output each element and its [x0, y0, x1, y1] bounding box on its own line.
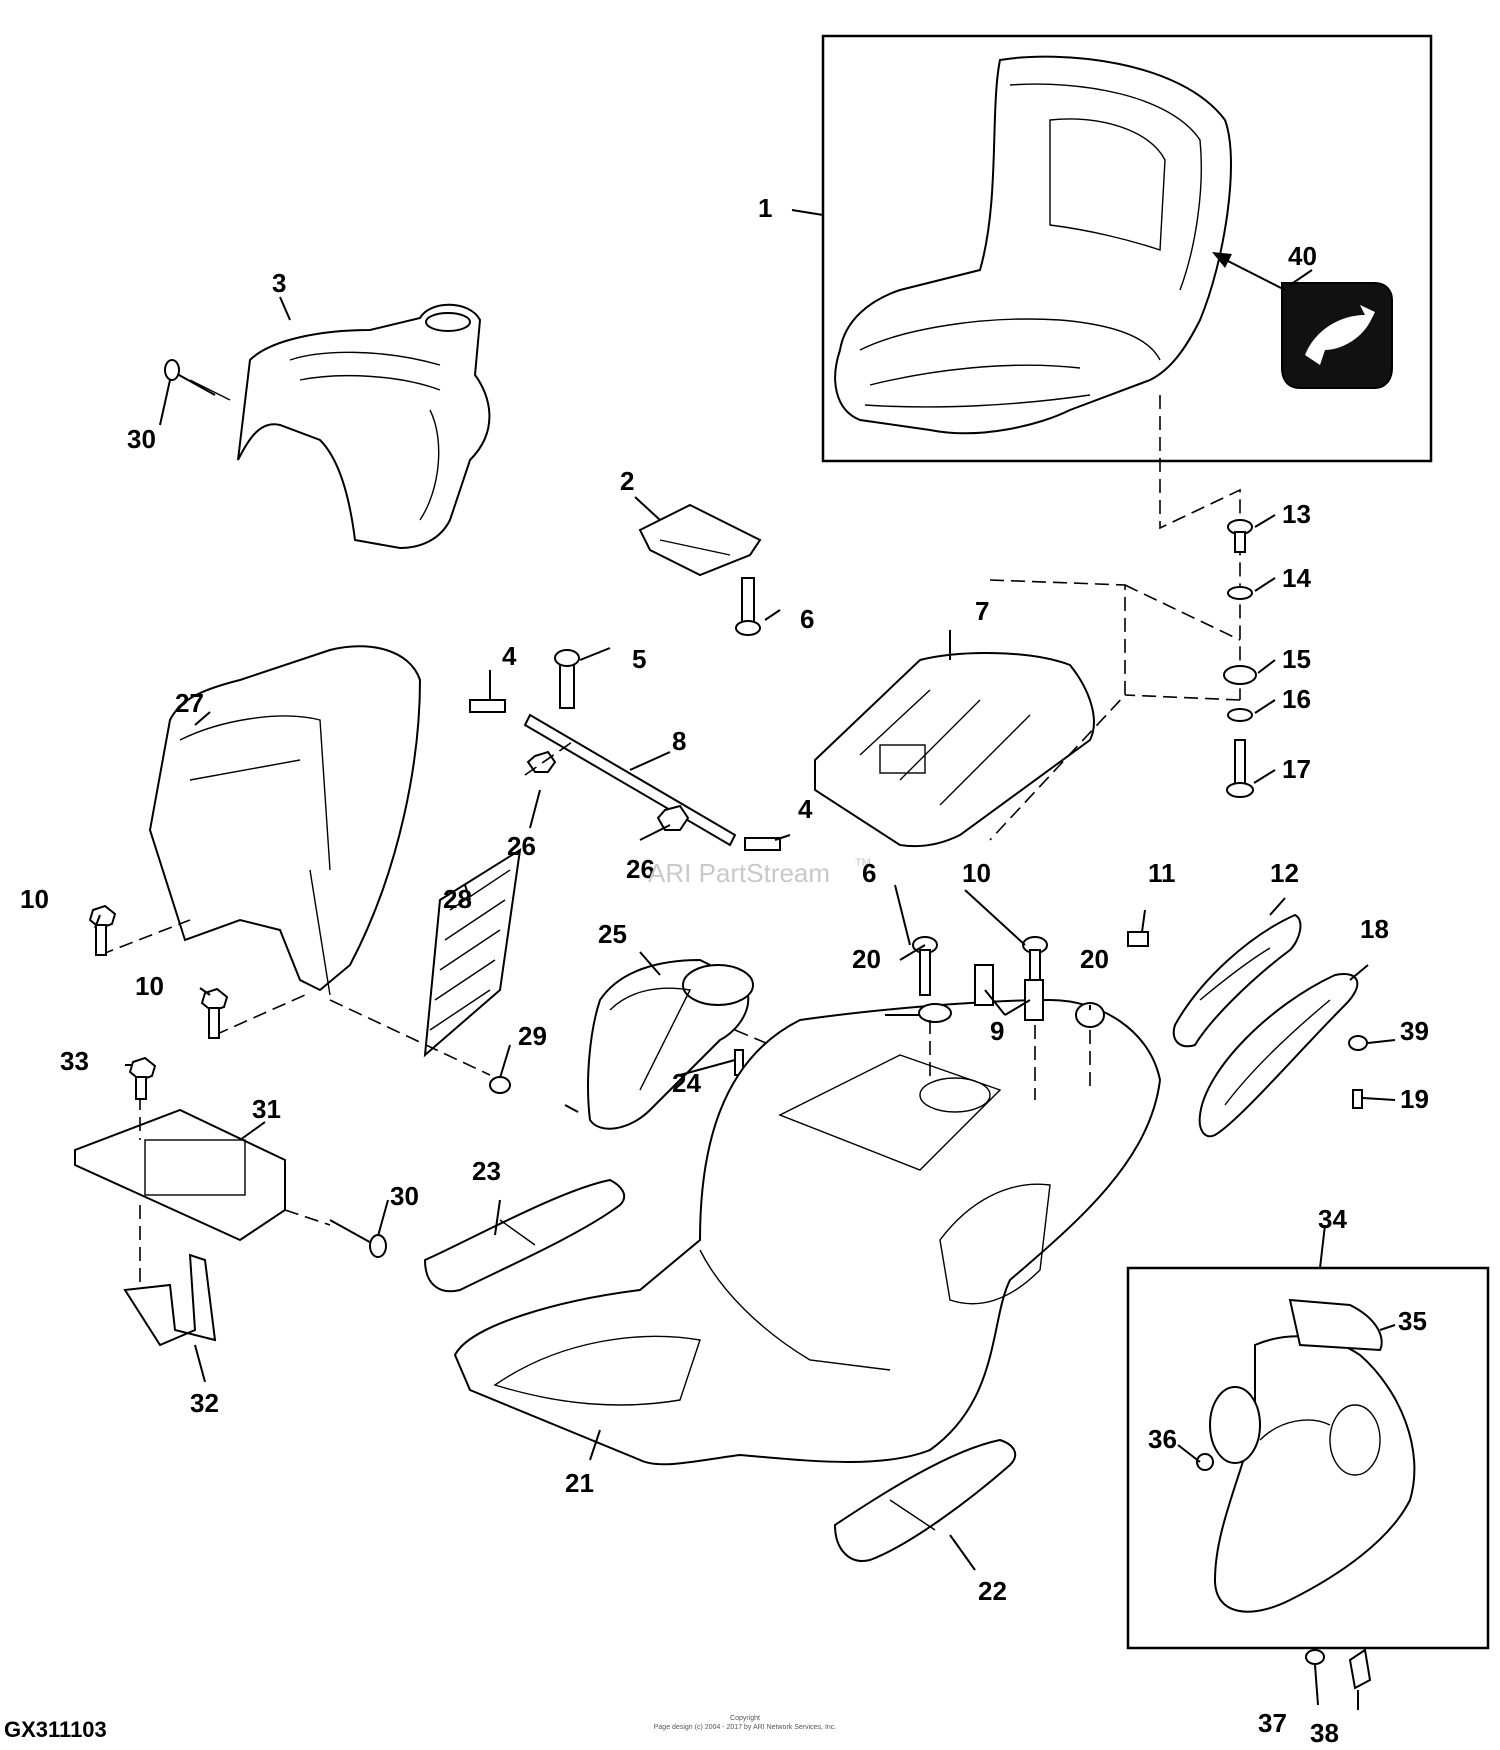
- deer-logo-icon[interactable]: [1281, 282, 1393, 389]
- part-19-screw[interactable]: [1352, 1089, 1363, 1109]
- callout-17[interactable]: 17: [1282, 754, 1311, 784]
- callout-29[interactable]: 29: [518, 1021, 547, 1051]
- callout-30-lower[interactable]: 30: [390, 1181, 419, 1211]
- callout-1[interactable]: 1: [758, 193, 772, 223]
- part-38-clip[interactable]: [1348, 1648, 1372, 1690]
- callout-10-left-upper[interactable]: 10: [20, 884, 49, 914]
- callout-35[interactable]: 35: [1398, 1306, 1427, 1336]
- part-6-bolt-upper[interactable]: [735, 577, 761, 636]
- callout-8[interactable]: 8: [672, 726, 686, 756]
- part-7-seat-pan[interactable]: [814, 652, 1095, 848]
- part-20-pivot-right[interactable]: [1075, 1002, 1105, 1028]
- callout-19[interactable]: 19: [1400, 1084, 1429, 1114]
- callout-30[interactable]: 30: [127, 424, 156, 454]
- callout-12[interactable]: 12: [1270, 858, 1299, 888]
- callout-4[interactable]: 4: [502, 641, 517, 671]
- callout-26-right[interactable]: 26: [626, 854, 655, 884]
- callout-38[interactable]: 38: [1310, 1718, 1339, 1748]
- watermark: ARI PartStream: [648, 858, 830, 888]
- part-14-washer[interactable]: [1227, 586, 1253, 600]
- callout-24[interactable]: 24: [672, 1068, 701, 1098]
- callout-22[interactable]: 22: [978, 1576, 1007, 1606]
- callout-13[interactable]: 13: [1282, 499, 1311, 529]
- part-16-washer[interactable]: [1227, 708, 1253, 722]
- part-37-screw[interactable]: [1305, 1649, 1325, 1665]
- part-3-shroud[interactable]: [237, 303, 491, 550]
- part-10-bolt-left-upper[interactable]: [88, 904, 117, 956]
- callout-6[interactable]: 6: [800, 604, 814, 634]
- callout-28[interactable]: 28: [443, 884, 472, 914]
- part-32-clip[interactable]: [123, 1253, 217, 1347]
- part-25-cupholder[interactable]: [587, 958, 754, 1130]
- callout-20-right[interactable]: 20: [1080, 944, 1109, 974]
- part-10-bolt-right[interactable]: [1022, 936, 1048, 981]
- callout-6-lower[interactable]: 6: [862, 858, 876, 888]
- part-30-bolt-upper[interactable]: [164, 359, 231, 401]
- callout-34[interactable]: 34: [1318, 1204, 1347, 1234]
- callout-40[interactable]: 40: [1288, 241, 1317, 271]
- leader-lines: [94, 269, 1396, 1710]
- hood-detail-box: [1126, 1266, 1490, 1650]
- callout-11[interactable]: 11: [1148, 858, 1176, 888]
- part-27-side-panel[interactable]: [148, 645, 422, 996]
- copyright-line-1: Copyright: [730, 1715, 760, 1722]
- part-34-armrest[interactable]: [1213, 1335, 1416, 1613]
- callout-16[interactable]: 16: [1282, 684, 1311, 714]
- callout-5[interactable]: 5: [632, 644, 646, 674]
- seat-detail-box: [821, 34, 1433, 463]
- part-17-bolt[interactable]: [1226, 739, 1254, 798]
- callout-3[interactable]: 3: [272, 268, 286, 298]
- callout-33[interactable]: 33: [60, 1046, 89, 1076]
- part-12-panel[interactable]: [1172, 913, 1302, 1048]
- callout-39[interactable]: 39: [1400, 1016, 1429, 1046]
- part-13-bolt[interactable]: [1227, 519, 1253, 553]
- part-29-screw[interactable]: [489, 1076, 511, 1094]
- drawing-id: GX311103: [4, 1717, 107, 1742]
- callout-14[interactable]: 14: [1282, 563, 1311, 593]
- part-21-operator-deck[interactable]: [453, 998, 1162, 1466]
- part-22-foot-pad[interactable]: [833, 1438, 1017, 1562]
- callout-21[interactable]: 21: [565, 1468, 594, 1498]
- callout-7[interactable]: 7: [975, 596, 989, 626]
- callout-15[interactable]: 15: [1282, 644, 1311, 674]
- watermark-tm: TM: [855, 857, 871, 869]
- copyright-line-2: Page design (c) 2004 - 2017 by ARI Netwo…: [654, 1724, 837, 1731]
- part-18-trim[interactable]: [1198, 973, 1359, 1138]
- callout-31[interactable]: 31: [252, 1094, 281, 1124]
- callout-2[interactable]: 2: [620, 466, 634, 496]
- callout-36[interactable]: 36: [1148, 1424, 1177, 1454]
- part-33-bolt[interactable]: [128, 1056, 157, 1100]
- callout-10-right[interactable]: 10: [962, 858, 991, 888]
- part-2-bracket[interactable]: [638, 503, 762, 577]
- callout-25[interactable]: 25: [598, 919, 627, 949]
- callout-18[interactable]: 18: [1360, 914, 1389, 944]
- callout-9[interactable]: 9: [990, 1016, 1004, 1046]
- callout-23[interactable]: 23: [472, 1156, 501, 1186]
- part-8-rod[interactable]: [469, 649, 781, 851]
- callout-20-left[interactable]: 20: [852, 944, 881, 974]
- callout-37[interactable]: 37: [1258, 1708, 1287, 1738]
- part-30-bolt-lower[interactable]: [329, 1219, 387, 1258]
- part-39-nut[interactable]: [1348, 1035, 1368, 1051]
- callout-27[interactable]: 27: [175, 688, 204, 718]
- part-23-foot-pad[interactable]: [423, 1178, 626, 1293]
- part-36-cover[interactable]: [1196, 1386, 1261, 1471]
- part-31-bracket[interactable]: [74, 1108, 286, 1242]
- callout-10-left-lower[interactable]: 10: [135, 971, 164, 1001]
- part-11-switch[interactable]: [1127, 931, 1149, 947]
- part-20-pivot-left[interactable]: [918, 1003, 952, 1023]
- callout-26[interactable]: 26: [507, 831, 536, 861]
- seat-part[interactable]: [834, 55, 1232, 435]
- part-15-bushing[interactable]: [1223, 665, 1257, 685]
- part-28-screen[interactable]: [423, 848, 522, 1058]
- callout-32[interactable]: 32: [190, 1388, 219, 1418]
- decal-arrow: [1221, 257, 1286, 291]
- part-35-decal[interactable]: [1288, 1298, 1383, 1352]
- callout-4-right[interactable]: 4: [798, 794, 813, 824]
